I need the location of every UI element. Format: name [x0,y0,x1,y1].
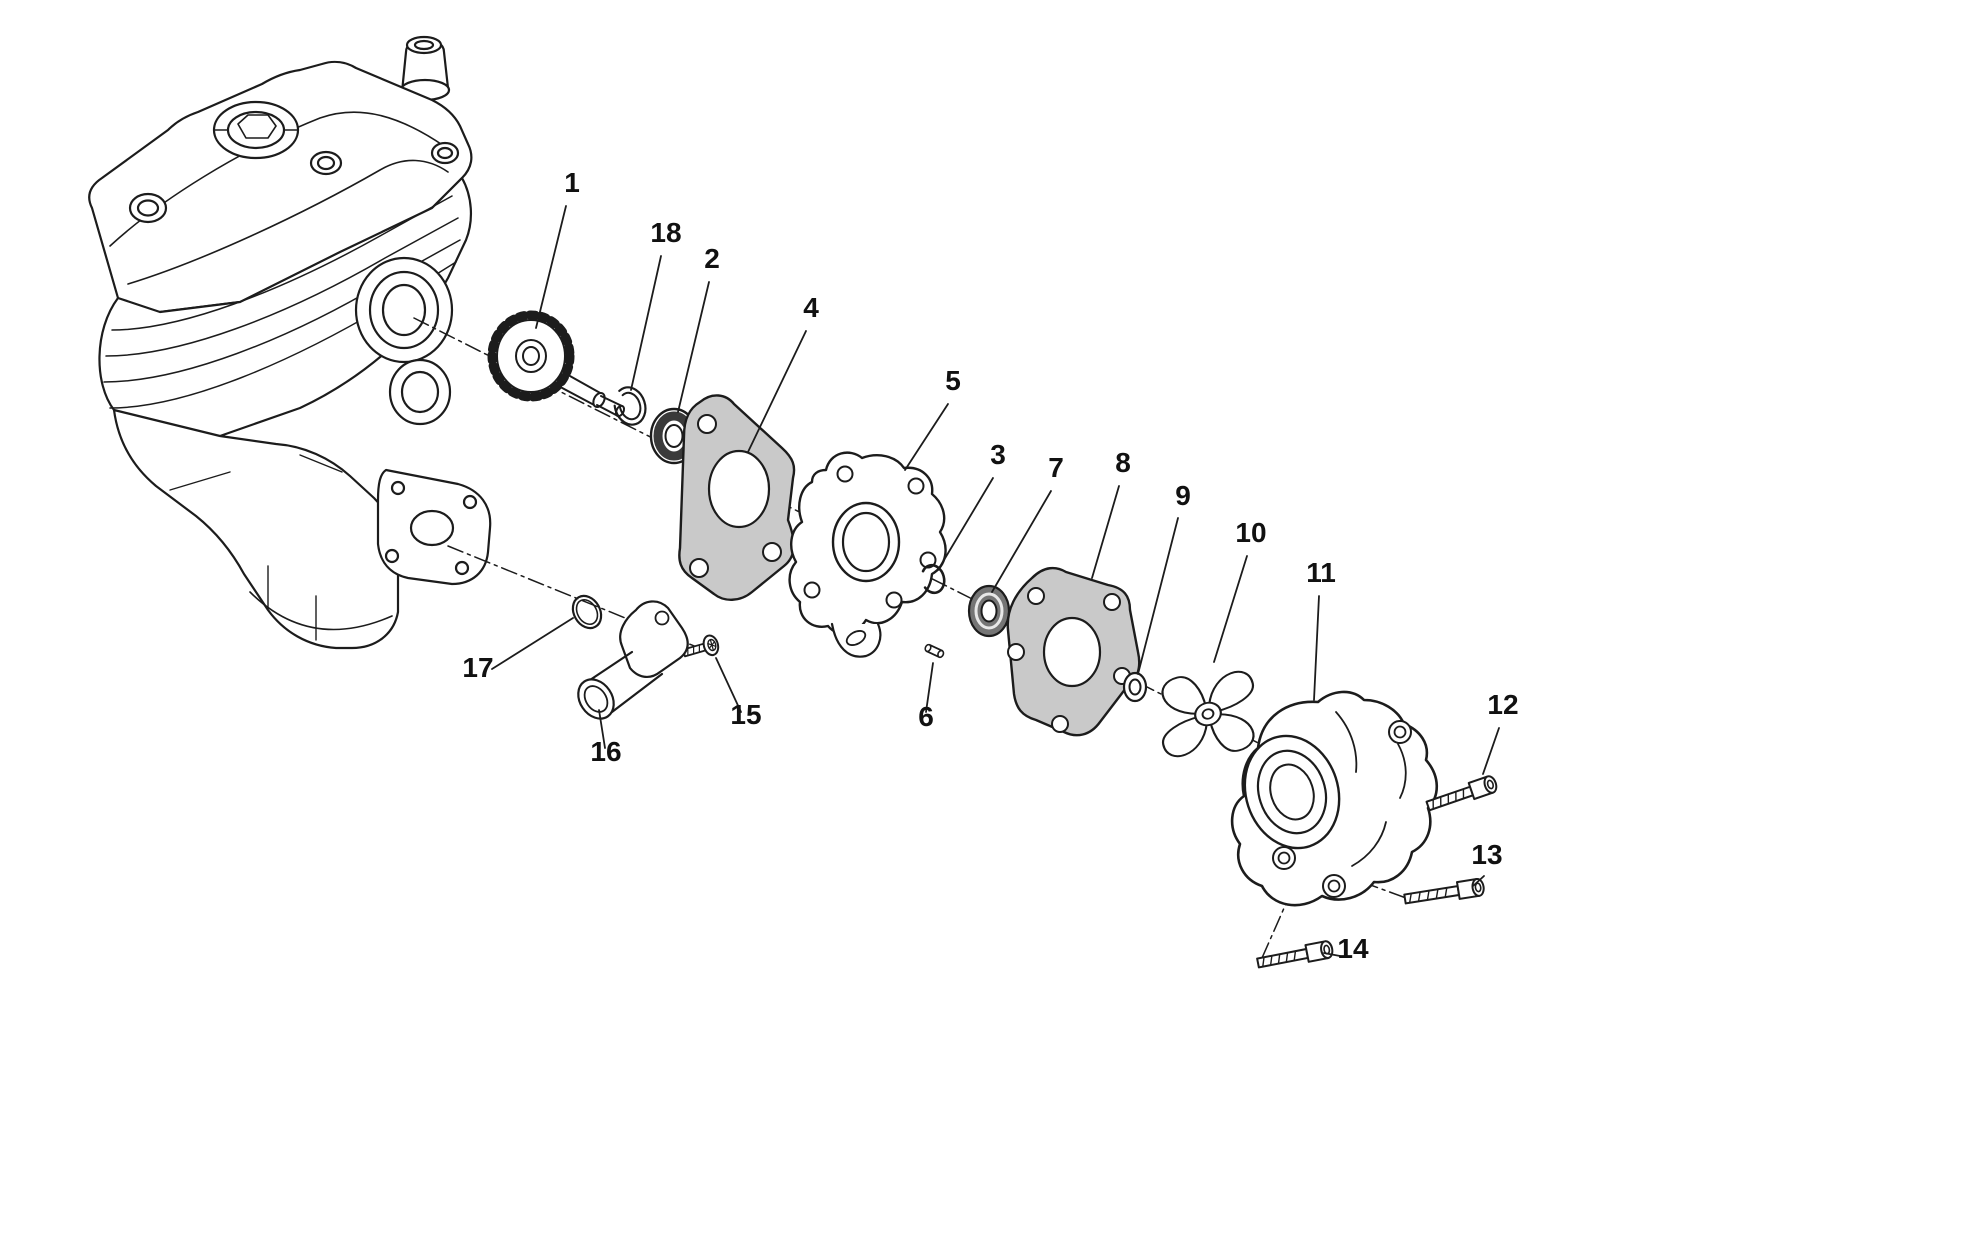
part-15-screw [682,634,720,658]
leader-line-3 [937,477,994,571]
leader-line-5 [904,403,949,471]
engine-shaft-bore [354,256,454,426]
callout-layer: 1 18 2 4 5 3 7 8 9 10 11 12 13 14 15 16 17 6 [462,167,1518,964]
leader-line-4 [747,330,807,453]
part-label-13: 13 [1471,839,1502,870]
leader-line-12 [1482,727,1500,775]
leader-line-7 [991,490,1052,593]
part-label-7: 7 [1048,452,1064,483]
engine-pipe-flange [376,468,492,586]
engine-filler-cap [212,100,300,160]
leader-line-6 [925,662,934,713]
part-12-bolt [1425,775,1498,812]
part-label-12: 12 [1487,689,1518,720]
part-16-water-pipe [577,600,689,720]
leader-line-14 [1323,952,1341,957]
leader-line-13 [1472,875,1485,887]
part-17-o-ring [571,594,603,630]
part-label-18: 18 [650,217,681,248]
leader-line-8 [1091,485,1120,579]
part-10-impeller [1161,670,1255,758]
leader-line-10 [1213,555,1248,663]
part-3-circlip [920,563,946,595]
part-label-17: 17 [462,652,493,683]
part-label-3: 3 [990,439,1006,470]
engine-lower-body [112,408,400,650]
part-label-9: 9 [1175,480,1191,511]
part-label-1: 1 [564,167,580,198]
part-1-pump-gear-shaft [487,310,626,418]
part-14-bolt [1256,940,1334,969]
leader-line-16 [598,709,606,749]
part-label-6: 6 [918,701,934,732]
part-label-16: 16 [590,736,621,767]
engine-cover-bolts [128,141,460,224]
leader-line-11 [1313,595,1320,701]
part-9-washer [1122,671,1148,703]
part-7-seal [967,584,1011,638]
part-18-snap-ring [613,386,647,426]
part-13-bolt [1403,877,1485,905]
part-label-2: 2 [704,243,720,274]
leader-line-17 [491,617,574,670]
leader-line-9 [1137,517,1179,675]
part-8-cover-gasket [1006,566,1141,737]
leader-line-18 [630,255,662,391]
part-5-pump-body [788,451,947,658]
leader-line-2 [677,281,710,413]
part-11-pump-cover [1230,690,1439,907]
part-label-5: 5 [945,365,961,396]
part-label-4: 4 [803,292,819,323]
part-label-14: 14 [1337,933,1369,964]
part-label-11: 11 [1306,557,1336,588]
part-label-10: 10 [1235,517,1266,548]
engine-cylinder-block [88,35,492,650]
part-4-gasket [678,394,796,601]
part-label-8: 8 [1115,447,1131,478]
part-6-pin [924,643,945,659]
leader-line-15 [715,657,742,713]
part-label-15: 15 [730,699,761,730]
leader-line-1 [535,205,567,329]
